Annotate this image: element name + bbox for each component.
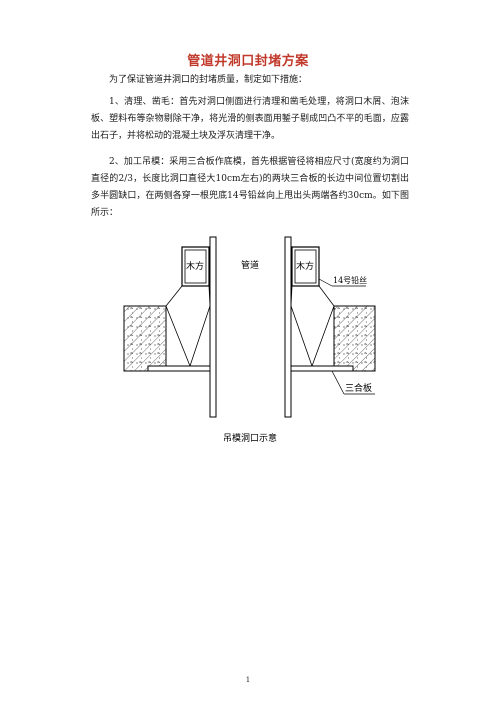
plywood-left xyxy=(147,365,211,372)
wood-label-right: 木方 xyxy=(296,260,314,272)
step-2-paragraph: 2、加工吊模：采用三合板作底模，首先根据管径将相应尺寸(宽度约为洞口直径的2/3… xyxy=(91,157,409,218)
wood-label-left: 木方 xyxy=(186,260,204,272)
pipe-left xyxy=(209,236,217,418)
plywood-leader-line xyxy=(331,370,345,395)
step-1-paragraph: 1、清理、凿毛：首先对洞口侧面进行清理和凿毛处理，将洞口木屑、泡沫板、塑料布等杂… xyxy=(91,97,409,141)
page-title: 管道井洞口封堵方案 xyxy=(187,54,309,69)
wire-leader-line xyxy=(318,278,333,287)
concrete-slab-left xyxy=(123,305,167,372)
figure-caption: 吊模洞口示意 xyxy=(223,432,277,444)
page-number: 1 xyxy=(245,676,251,684)
intro-paragraph: 为了保证管道井洞口的封堵质量，制定如下措施： xyxy=(109,75,308,85)
plywood-right xyxy=(290,365,354,372)
wood-block-right xyxy=(291,246,320,287)
wire-right xyxy=(290,285,335,367)
wire-label: 14号铅丝 xyxy=(333,275,367,285)
concrete-slab-right xyxy=(333,305,376,372)
wire-left xyxy=(165,285,211,367)
pipe-right xyxy=(284,236,292,418)
wood-block-left xyxy=(181,246,210,287)
plywood-label: 三合板 xyxy=(345,382,372,394)
pipe-label: 管道 xyxy=(241,259,259,271)
